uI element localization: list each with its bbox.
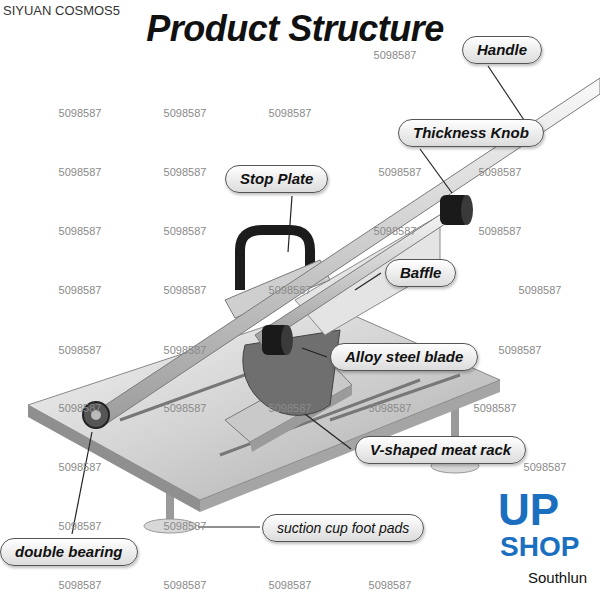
part-label: double bearing: [15, 543, 123, 561]
part-label: Alloy steel blade: [345, 348, 463, 366]
diagram-title: Product Structure: [146, 8, 444, 50]
part-label: Baffle: [400, 264, 441, 282]
part-label: V-shaped meat rack: [370, 441, 511, 459]
part-label-box: Stop Plate: [225, 165, 328, 193]
handle-bar: [95, 78, 600, 426]
watermark: 5098587: [379, 166, 422, 178]
logo-text: UP: [498, 488, 559, 532]
watermark: 5098587: [164, 579, 207, 591]
watermark: 5098587: [164, 520, 207, 532]
part-label-box: V-shaped meat rack: [355, 436, 526, 464]
watermark: 5098587: [524, 461, 567, 473]
watermark: 5098587: [479, 225, 522, 237]
watermark: 5098587: [59, 344, 102, 356]
watermark: 5098587: [59, 579, 102, 591]
watermark: 5098587: [269, 402, 312, 414]
watermark: 5098587: [164, 344, 207, 356]
watermark: 5098587: [59, 520, 102, 532]
watermark: 5098587: [59, 402, 102, 414]
watermark: 5098587: [164, 284, 207, 296]
logo-text: SHOP: [500, 533, 579, 561]
watermark: 5098587: [59, 461, 102, 473]
watermark: 5098587: [269, 579, 312, 591]
logo-subtext: Southlun: [528, 570, 587, 585]
thickness-knobs: [262, 195, 473, 355]
watermark: 5098587: [479, 166, 522, 178]
watermark: 5098587: [164, 402, 207, 414]
part-label-box: Handle: [462, 36, 542, 64]
watermark: 5098587: [164, 225, 207, 237]
watermark: 5098587: [269, 107, 312, 119]
watermark: 5098587: [59, 225, 102, 237]
watermark: 5098587: [474, 402, 517, 414]
part-label-box: suction cup foot pads: [262, 514, 424, 542]
watermark: 5098587: [374, 49, 417, 61]
watermark: 5098587: [369, 579, 412, 591]
watermark: 5098587: [59, 166, 102, 178]
part-label-box: Thickness Knob: [398, 119, 544, 147]
watermark: 5098587: [164, 107, 207, 119]
watermark: 5098587: [499, 344, 542, 356]
brand-text: SIYUAN COSMOS5: [3, 3, 120, 18]
part-label: suction cup foot pads: [277, 519, 409, 537]
watermark: 5098587: [374, 225, 417, 237]
part-label: Handle: [477, 41, 527, 59]
watermark: 5098587: [164, 166, 207, 178]
part-label-box: Baffle: [385, 259, 456, 287]
part-label: Stop Plate: [240, 170, 313, 188]
part-label-box: Alloy steel blade: [330, 343, 478, 371]
leader-lines: [72, 66, 528, 534]
watermark: 5098587: [369, 402, 412, 414]
watermark: 5098587: [269, 284, 312, 296]
watermark: 5098587: [519, 284, 562, 296]
watermark: 5098587: [59, 284, 102, 296]
part-label: Thickness Knob: [413, 124, 529, 142]
part-label-box: double bearing: [0, 538, 138, 566]
watermark: 5098587: [59, 107, 102, 119]
base-plate: [28, 305, 500, 512]
